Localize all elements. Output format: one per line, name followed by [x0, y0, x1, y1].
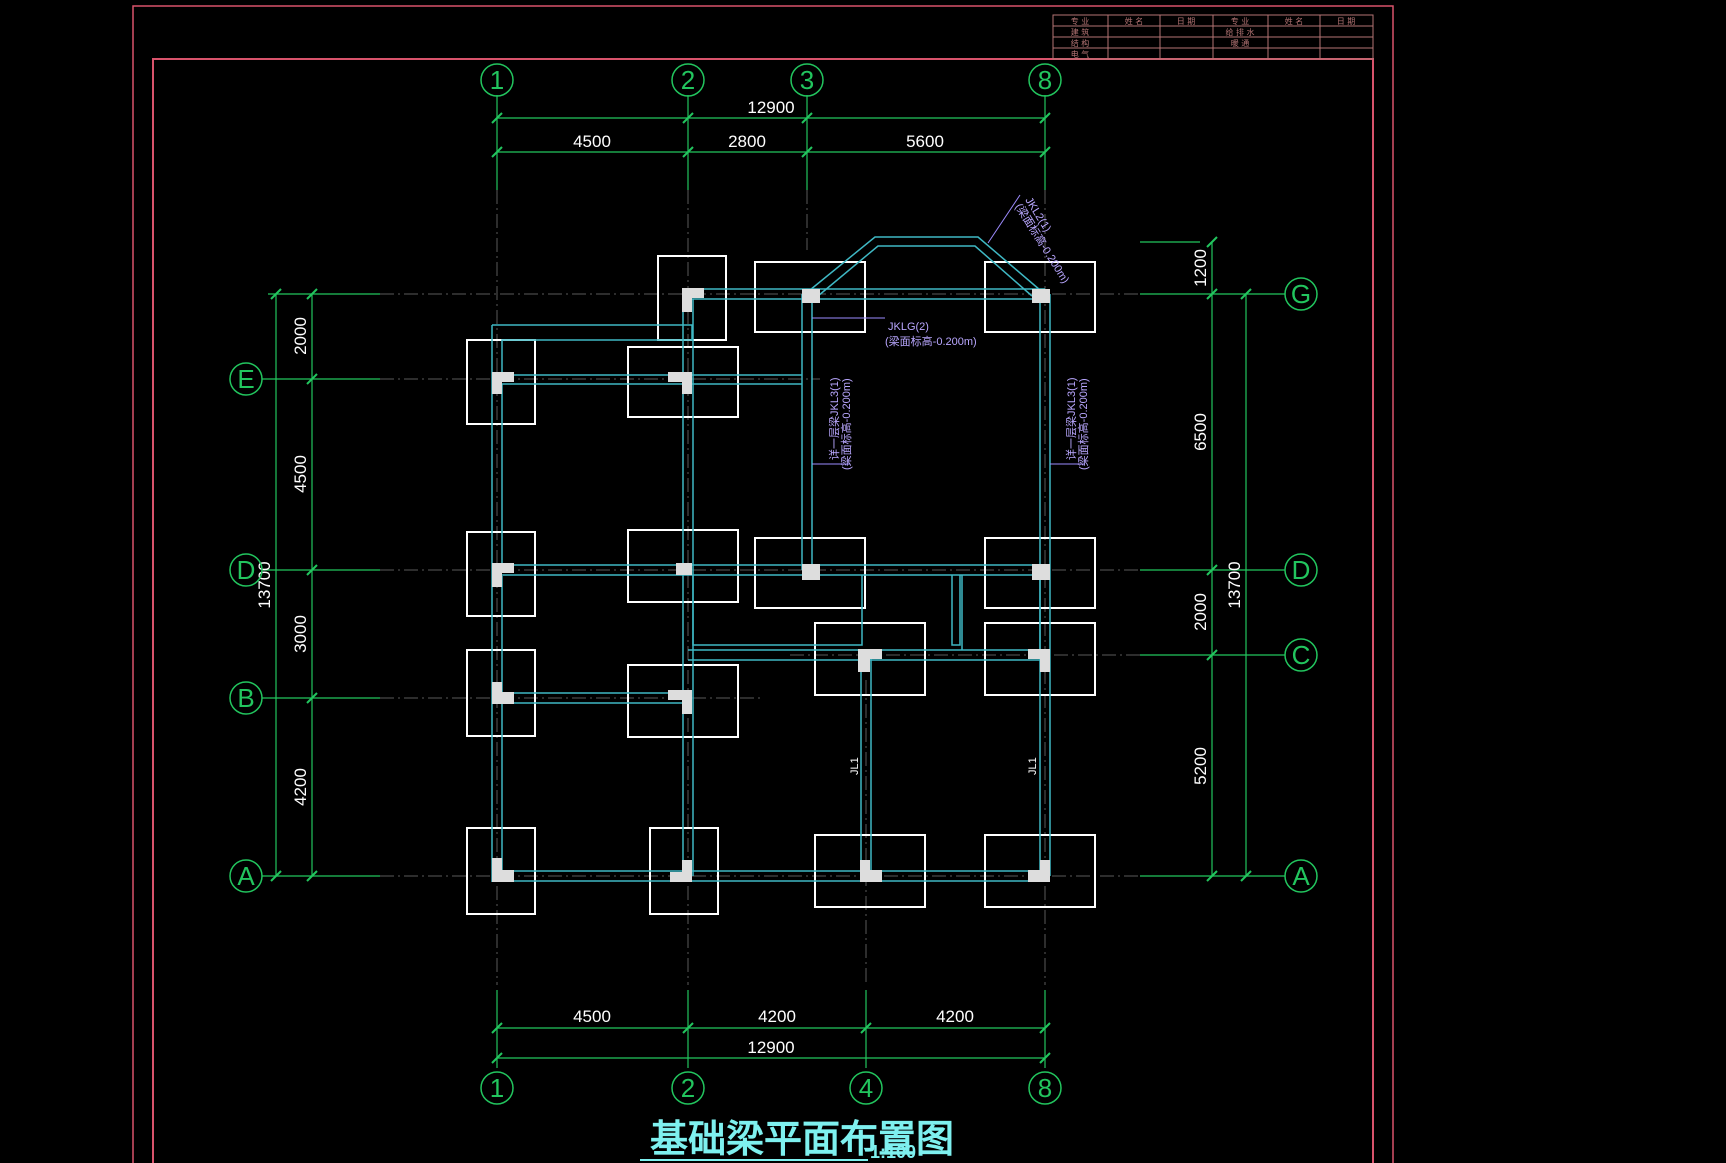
title-block-cell: 电 气 — [1071, 49, 1090, 59]
axis-bottom-2: 2 — [681, 1073, 695, 1103]
axis-left-4: A — [237, 861, 255, 891]
axis-top-2: 2 — [681, 65, 695, 95]
beam-label-jl1-left: JL1 — [849, 757, 861, 775]
dim-right-seg-1: 1200 — [1191, 249, 1210, 287]
note-leaders — [812, 194, 1085, 465]
beam-label-jl1-right: JL1 — [1027, 757, 1039, 775]
title-block-cell: 给 排 水 — [1225, 27, 1254, 37]
dim-bottom-total: 12900 — [747, 1038, 794, 1057]
axis-left-1: E — [237, 364, 254, 394]
axis-right-2: D — [1292, 555, 1311, 585]
footing — [466, 531, 536, 617]
drawing-title: 基础梁平面布置图 — [650, 1117, 954, 1161]
dim-left-seg-3: 3000 — [291, 615, 310, 653]
axis-bubbles — [229, 63, 1318, 1105]
axis-left-2: D — [237, 555, 256, 585]
dimension-ticks — [270, 112, 1252, 1064]
title-block-cell: 结 构 — [1071, 38, 1090, 48]
drawing-scale: 1:100 — [870, 1142, 916, 1162]
dim-top-seg-3: 5600 — [906, 132, 944, 151]
footing — [466, 339, 536, 425]
title-block-cell: 日 期 — [1337, 17, 1356, 26]
title-block-cell: 专 业 — [1071, 16, 1090, 26]
outer-frame — [132, 5, 1394, 1163]
dim-right-seg-2: 6500 — [1191, 413, 1210, 451]
footings — [466, 255, 1096, 915]
dim-bottom-seg-2: 4200 — [758, 1007, 796, 1026]
axis-left-3: B — [237, 683, 254, 713]
footing — [754, 261, 866, 333]
title-block-cell: 建 筑 — [1071, 27, 1090, 37]
axis-top-3: 3 — [800, 65, 814, 95]
axis-bottom-4: 8 — [1038, 1073, 1052, 1103]
beam-label-jkl3-right: 详一层梁JKL3(1) — [1064, 377, 1078, 460]
dim-left-seg-4: 4200 — [291, 768, 310, 806]
dim-left-total: 13700 — [255, 561, 274, 608]
inner-frame — [152, 58, 1374, 1163]
axis-right-4: A — [1292, 861, 1310, 891]
beam-label-jklg2: JKLG(2) — [888, 321, 929, 333]
title-block-cell: 专 业 — [1231, 16, 1250, 26]
axis-bottom-1: 1 — [490, 1073, 504, 1103]
dim-top-total: 12900 — [747, 98, 794, 117]
dim-right-total: 13700 — [1225, 561, 1244, 608]
dim-bottom-seg-1: 4500 — [573, 1007, 611, 1026]
columns — [492, 288, 1050, 882]
axis-right-3: C — [1292, 640, 1311, 670]
dim-top-seg-2: 2800 — [728, 132, 766, 151]
beams — [491, 236, 1051, 882]
axis-bottom-3: 4 — [859, 1073, 873, 1103]
dim-right-seg-3: 2000 — [1191, 593, 1210, 631]
title-block-cell: 日 期 — [1177, 17, 1196, 26]
title-block-cell: 暖 通 — [1231, 38, 1250, 48]
dim-top-seg-1: 4500 — [573, 132, 611, 151]
beam-label-jkl3-left-note: (梁面标高-0.200m) — [839, 378, 853, 470]
beam-label-jkl3-right-note: (梁面标高-0.200m) — [1076, 378, 1090, 470]
title-block: 专 业 姓 名 日 期 专 业 姓 名 日 期建 筑 给 排 水结 构 暖 通电 气 — [1052, 14, 1374, 60]
axis-top-1: 1 — [490, 65, 504, 95]
axis-top-4: 8 — [1038, 65, 1052, 95]
beam-label-jklg2-note: (梁面标高-0.200m) — [885, 334, 977, 348]
dim-left-seg-2: 4500 — [291, 455, 310, 493]
footing — [814, 622, 926, 696]
beam-label-jkl3-left: 详一层梁JKL3(1) — [827, 377, 841, 460]
axis-right-1: G — [1291, 279, 1311, 309]
title-block-cell: 姓 名 — [1285, 16, 1304, 26]
footing — [754, 537, 866, 609]
dim-left-seg-1: 2000 — [291, 317, 310, 355]
dim-bottom-seg-3: 4200 — [936, 1007, 974, 1026]
title-block-cell: 姓 名 — [1125, 16, 1144, 26]
dim-right-seg-4: 5200 — [1191, 747, 1210, 785]
dimension-lines — [262, 95, 1285, 1068]
